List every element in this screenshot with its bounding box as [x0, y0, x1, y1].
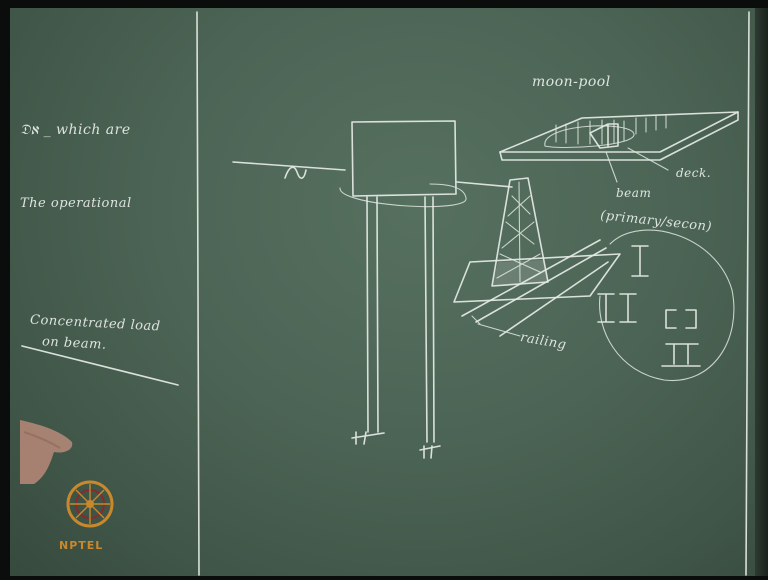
- beam-pointer: [605, 151, 618, 183]
- panel-divider-left: [196, 11, 200, 576]
- derrick-base-rails: [461, 239, 609, 337]
- deck-label: deck.: [676, 166, 712, 180]
- beam-label: beam: [616, 186, 652, 200]
- channel-section: [665, 309, 697, 329]
- left-text-line-1: 𝔇ℵ _ which are: [20, 122, 131, 138]
- nptel-logo-text: NPTEL: [59, 539, 104, 552]
- moonpool-deck-plate: [499, 111, 739, 153]
- presenter-hand: [20, 420, 73, 484]
- board-frame-edge: [755, 8, 768, 576]
- sea-line: [232, 161, 513, 188]
- deck-pointer: [627, 147, 669, 171]
- footing-left: [351, 431, 385, 445]
- platform-deck-box: [351, 120, 457, 197]
- platform-leg-right: [424, 196, 428, 443]
- footing-right: [419, 445, 441, 459]
- moonpool-stiffeners: [555, 115, 667, 145]
- derrick-tower: [491, 177, 549, 287]
- panel-divider-right: [745, 11, 750, 576]
- chalkboard: [10, 8, 755, 576]
- underline-left-panel: [21, 345, 179, 386]
- derrick-bracing: [496, 181, 541, 283]
- derrick-shade: [492, 260, 548, 286]
- i-section-double-2: [619, 293, 637, 323]
- moonpool-label: moon-pool: [532, 74, 611, 90]
- i-section-single: [631, 245, 649, 277]
- moonpool-deck-thickness: [499, 111, 739, 161]
- railing-arrow: [471, 315, 521, 337]
- nptel-logo-icon: [66, 480, 114, 528]
- left-text-line-2: The operational: [20, 196, 132, 211]
- moonpool-box: [589, 123, 619, 149]
- platform-leg-left: [366, 196, 369, 433]
- platform-leg-left-inner: [376, 196, 379, 433]
- waterline-ellipse: [339, 183, 467, 208]
- moonpool-opening: [544, 125, 635, 149]
- built-up-section: [661, 343, 701, 367]
- wave-symbol: [284, 166, 307, 179]
- section-circle: [598, 229, 735, 382]
- i-section-double-1: [597, 293, 615, 323]
- platform-leg-right-inner: [432, 196, 435, 443]
